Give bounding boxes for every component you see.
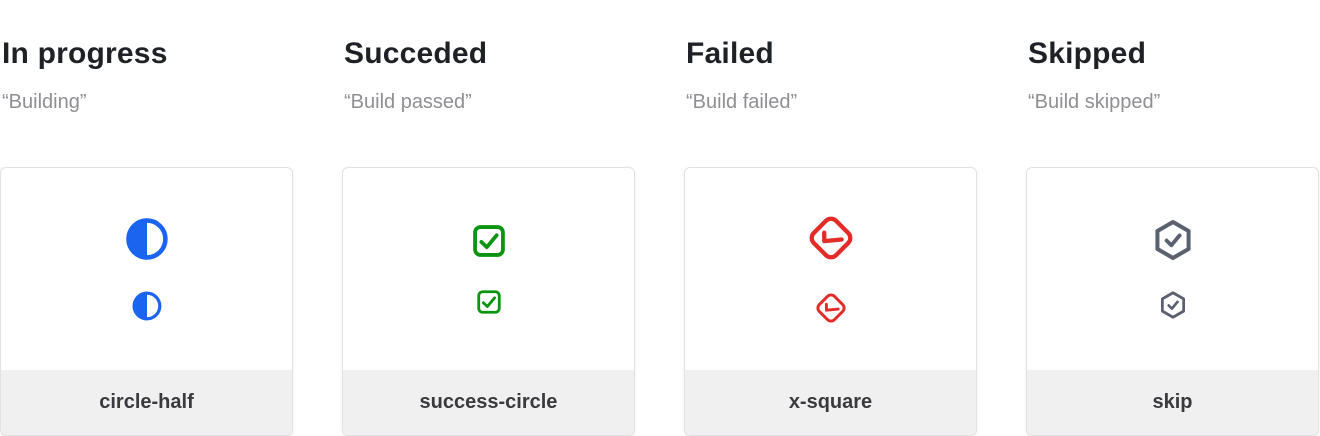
icon-name-label: circle-half <box>99 391 194 413</box>
status-column-succeeded: Succeded “Build passed” success-circle <box>342 0 635 436</box>
status-title: Failed <box>686 37 774 70</box>
hexagon-check-icon-small <box>1160 291 1185 319</box>
circle-half-icon-large <box>125 218 168 260</box>
icon-card: x-square <box>684 167 977 436</box>
status-column-skipped: Skipped “Build skipped” skip <box>1026 0 1319 436</box>
icon-name-footer: success-circle <box>343 370 634 435</box>
icon-card: skip <box>1026 167 1319 436</box>
status-column-in-progress: In progress “Building” circle-half <box>0 0 293 436</box>
status-message: “Build skipped” <box>1028 91 1161 113</box>
check-square-rotated-icon-large <box>809 216 852 260</box>
icon-name-footer: skip <box>1027 370 1318 435</box>
check-square-rotated-icon-small <box>815 293 846 323</box>
icon-name-label: skip <box>1152 391 1193 413</box>
icon-preview-area <box>1 168 292 370</box>
status-message: “Build failed” <box>686 91 798 113</box>
check-square-icon-large <box>472 225 505 257</box>
status-message: “Build passed” <box>344 91 472 113</box>
icon-card: success-circle <box>342 167 635 436</box>
icon-name-label: x-square <box>788 391 873 413</box>
icon-preview-area <box>343 168 634 370</box>
icon-name-footer: x-square <box>685 370 976 435</box>
status-column-failed: Failed “Build failed” x-square <box>684 0 977 436</box>
icon-card: circle-half <box>0 167 293 436</box>
icon-name-label: success-circle <box>419 391 558 413</box>
hexagon-check-icon-large <box>1154 220 1191 260</box>
icon-name-footer: circle-half <box>1 370 292 435</box>
icon-preview-area <box>1027 168 1318 370</box>
icon-preview-area <box>685 168 976 370</box>
status-title: Succeded <box>344 37 488 70</box>
status-title: Skipped <box>1028 37 1147 70</box>
check-square-icon-small <box>476 290 501 314</box>
status-message: “Building” <box>2 91 87 113</box>
circle-half-icon-small <box>132 291 161 321</box>
status-title: In progress <box>2 37 168 70</box>
